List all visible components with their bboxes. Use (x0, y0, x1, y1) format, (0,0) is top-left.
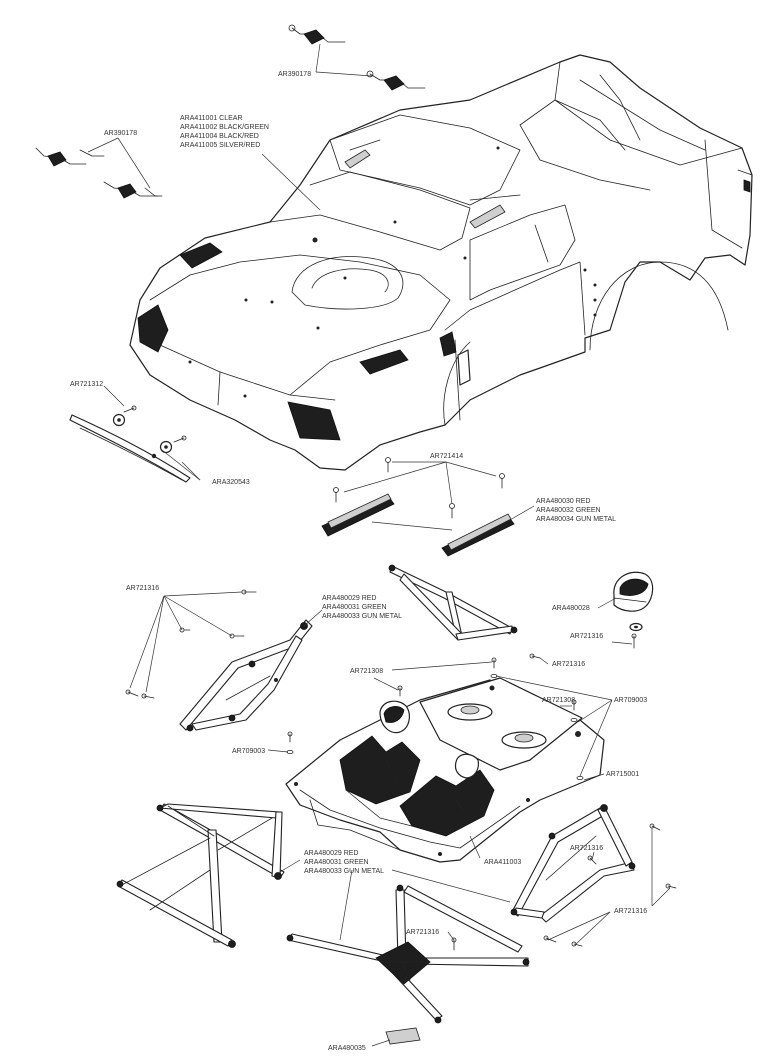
cage-lower-center (286, 884, 530, 1024)
label-screw-lower-center: AR721316 (406, 929, 439, 936)
helmet-part (613, 571, 654, 632)
rear-plate (385, 1027, 421, 1045)
leader-lines (87, 43, 671, 1047)
part-labels: AR390178 AR390178 ARA411001 CLEAR ARA411… (70, 71, 647, 1052)
front-bumper-bar (69, 405, 191, 483)
label-plate-bottom: ARA480035 (328, 1045, 366, 1052)
label-helmet: ARA480028 (552, 605, 590, 612)
label-body-variant-3: ARA411004 BLACK/RED (180, 133, 259, 140)
label-screw-mid-right: AR721316 (552, 661, 585, 668)
label-bumper-screw: AR721312 (70, 381, 103, 388)
cage-lower-right (510, 804, 636, 923)
label-rear-cage-variant-3: ARA480033 GUN METAL (322, 613, 402, 620)
label-screw-left-group: AR721316 (126, 585, 159, 592)
label-bumper-part: ARA320543 (212, 479, 250, 486)
label-screw-helmet: AR721316 (570, 633, 603, 640)
label-step-variant-1: ARA480030 RED (536, 498, 590, 505)
truck-body-shell (129, 54, 753, 471)
label-step-variant-3: ARA480034 GUN METAL (536, 516, 616, 523)
label-washer-right: AR709003 (614, 697, 647, 704)
label-screw-interior-right: AR721308 (542, 697, 575, 704)
side-steps (321, 457, 515, 557)
label-step-screws: AR721414 (430, 453, 463, 460)
label-lower-cage-variant-2: ARA480031 GREEN (304, 859, 369, 866)
label-body-variant-2: ARA411002 BLACK/GREEN (180, 124, 269, 131)
label-screw-lower-right-b: AR721316 (614, 908, 647, 915)
cage-left-side (179, 619, 313, 732)
label-screw-interior-top: AR721308 (350, 668, 383, 675)
cage-upper-a-frame (388, 564, 518, 641)
label-clip-top: AR390178 (278, 71, 311, 78)
label-rear-cage-variant-2: ARA480031 GREEN (322, 604, 387, 611)
body-clips-top (288, 24, 426, 91)
label-nut-right: AR715001 (606, 771, 639, 778)
label-body-variant-4: ARA411005 SILVER/RED (180, 142, 260, 149)
label-interior: ARA411003 (484, 859, 521, 866)
label-step-variant-2: ARA480032 GREEN (536, 507, 601, 514)
label-clip-left: AR390178 (104, 130, 137, 137)
label-screw-lower-right-a: AR721316 (570, 845, 603, 852)
label-body-variant-1: ARA411001 CLEAR (180, 115, 243, 122)
label-rear-cage-variant-1: ARA480029 RED (322, 595, 376, 602)
label-lower-cage-variant-1: ARA480029 RED (304, 850, 358, 857)
body-clips-left (35, 147, 163, 199)
interior-tub (285, 677, 605, 863)
label-washer-left: AR709003 (232, 748, 265, 755)
cage-lower-left (116, 803, 285, 948)
label-lower-cage-variant-3: ARA480033 GUN METAL (304, 868, 384, 875)
